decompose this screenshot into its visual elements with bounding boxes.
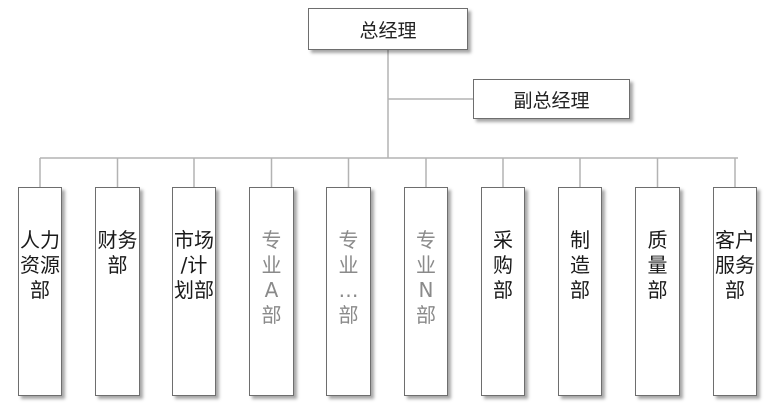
- dept-quality[interactable]: 质 量 部: [635, 187, 680, 396]
- ceo-label: 总经理: [359, 19, 417, 42]
- dept-special-ellipsis[interactable]: 专 业 … 部: [326, 187, 371, 396]
- dept-quality-label: 质 量 部: [647, 228, 668, 302]
- dept-finance-label: 财务 部: [97, 228, 138, 277]
- dept-hr-label: 人力 资源 部: [20, 228, 60, 302]
- ceo-node[interactable]: 总经理: [308, 8, 468, 50]
- dept-customer-service[interactable]: 客户 服务 部: [713, 187, 757, 396]
- deputy-ceo-node[interactable]: 副总经理: [473, 79, 630, 119]
- deputy-ceo-label: 副总经理: [513, 89, 590, 112]
- dept-special-a[interactable]: 专 业 A 部: [249, 187, 294, 396]
- dept-special-n[interactable]: 专 业 N 部: [404, 187, 448, 396]
- dept-special-n-label: 专 业 N 部: [416, 228, 436, 327]
- dept-manufacturing[interactable]: 制 造 部: [558, 187, 602, 396]
- dept-marketing-planning-label: 市场 /计 划部: [174, 228, 214, 302]
- dept-manufacturing-label: 制 造 部: [570, 228, 590, 302]
- dept-marketing-planning[interactable]: 市场 /计 划部: [172, 187, 216, 396]
- dept-procurement[interactable]: 采 购 部: [481, 187, 525, 396]
- dept-customer-service-label: 客户 服务 部: [715, 228, 755, 302]
- dept-procurement-label: 采 购 部: [493, 228, 513, 302]
- dept-special-a-label: 专 业 A 部: [261, 228, 282, 327]
- dept-special-ellipsis-label: 专 业 … 部: [338, 228, 359, 327]
- dept-hr[interactable]: 人力 资源 部: [18, 187, 62, 396]
- dept-finance[interactable]: 财务 部: [95, 187, 140, 396]
